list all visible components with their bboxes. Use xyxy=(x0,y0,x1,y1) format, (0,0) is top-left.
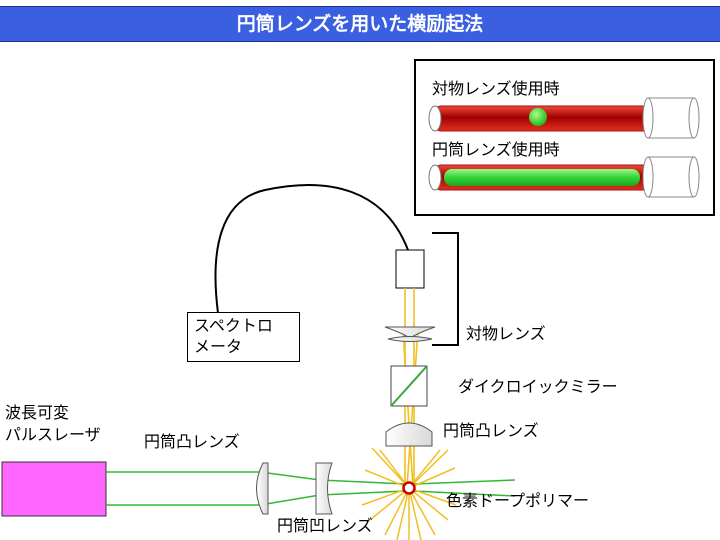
emission-starburst xyxy=(361,447,457,540)
spectrometer-label-line1: スペクトロ xyxy=(194,316,273,335)
concave-lens-label: 円筒凹レンズ xyxy=(277,516,373,535)
rod-cylindrical-case xyxy=(428,156,700,198)
emission-spot xyxy=(529,108,547,126)
convex-cylinder-lens-left xyxy=(256,462,269,515)
page-title: 円筒レンズを用いた横励起法 xyxy=(0,6,720,42)
convex-lens-top-label: 円筒凸レンズ xyxy=(443,421,539,440)
dichroic-mirror-label: ダイクロイックミラー xyxy=(458,377,618,396)
spectrometer-label-line2: メータ xyxy=(194,337,243,356)
laser-label-line1: 波長可変 xyxy=(5,403,70,422)
emission-stripe xyxy=(444,169,640,186)
objective-lens-label: 対物レンズ xyxy=(466,324,546,343)
convex-cylinder-lens-top xyxy=(385,422,433,447)
convex-lens-left-label: 円筒凸レンズ xyxy=(144,432,240,451)
laser-label-line2: パルスレーザ xyxy=(5,425,101,444)
objective-lens-shape xyxy=(387,336,433,342)
dye-doped-polymer-sample xyxy=(402,481,416,495)
inset-label-objective: 対物レンズ使用時 xyxy=(432,79,560,98)
optical-fiber xyxy=(214,184,409,314)
spectrometer-box: スペクトロ メータ xyxy=(187,312,300,362)
objective-bracket xyxy=(432,232,459,346)
excitation-beams xyxy=(106,471,516,506)
concave-cylinder-lens xyxy=(315,462,333,515)
dye-polymer-label: 色素ドープポリマー xyxy=(446,491,590,510)
rod-objective-case xyxy=(428,97,700,139)
tunable-pulse-laser xyxy=(1,461,107,517)
fiber-coupler xyxy=(395,249,425,289)
inset-label-cylindrical: 円筒レンズ使用時 xyxy=(432,140,560,159)
